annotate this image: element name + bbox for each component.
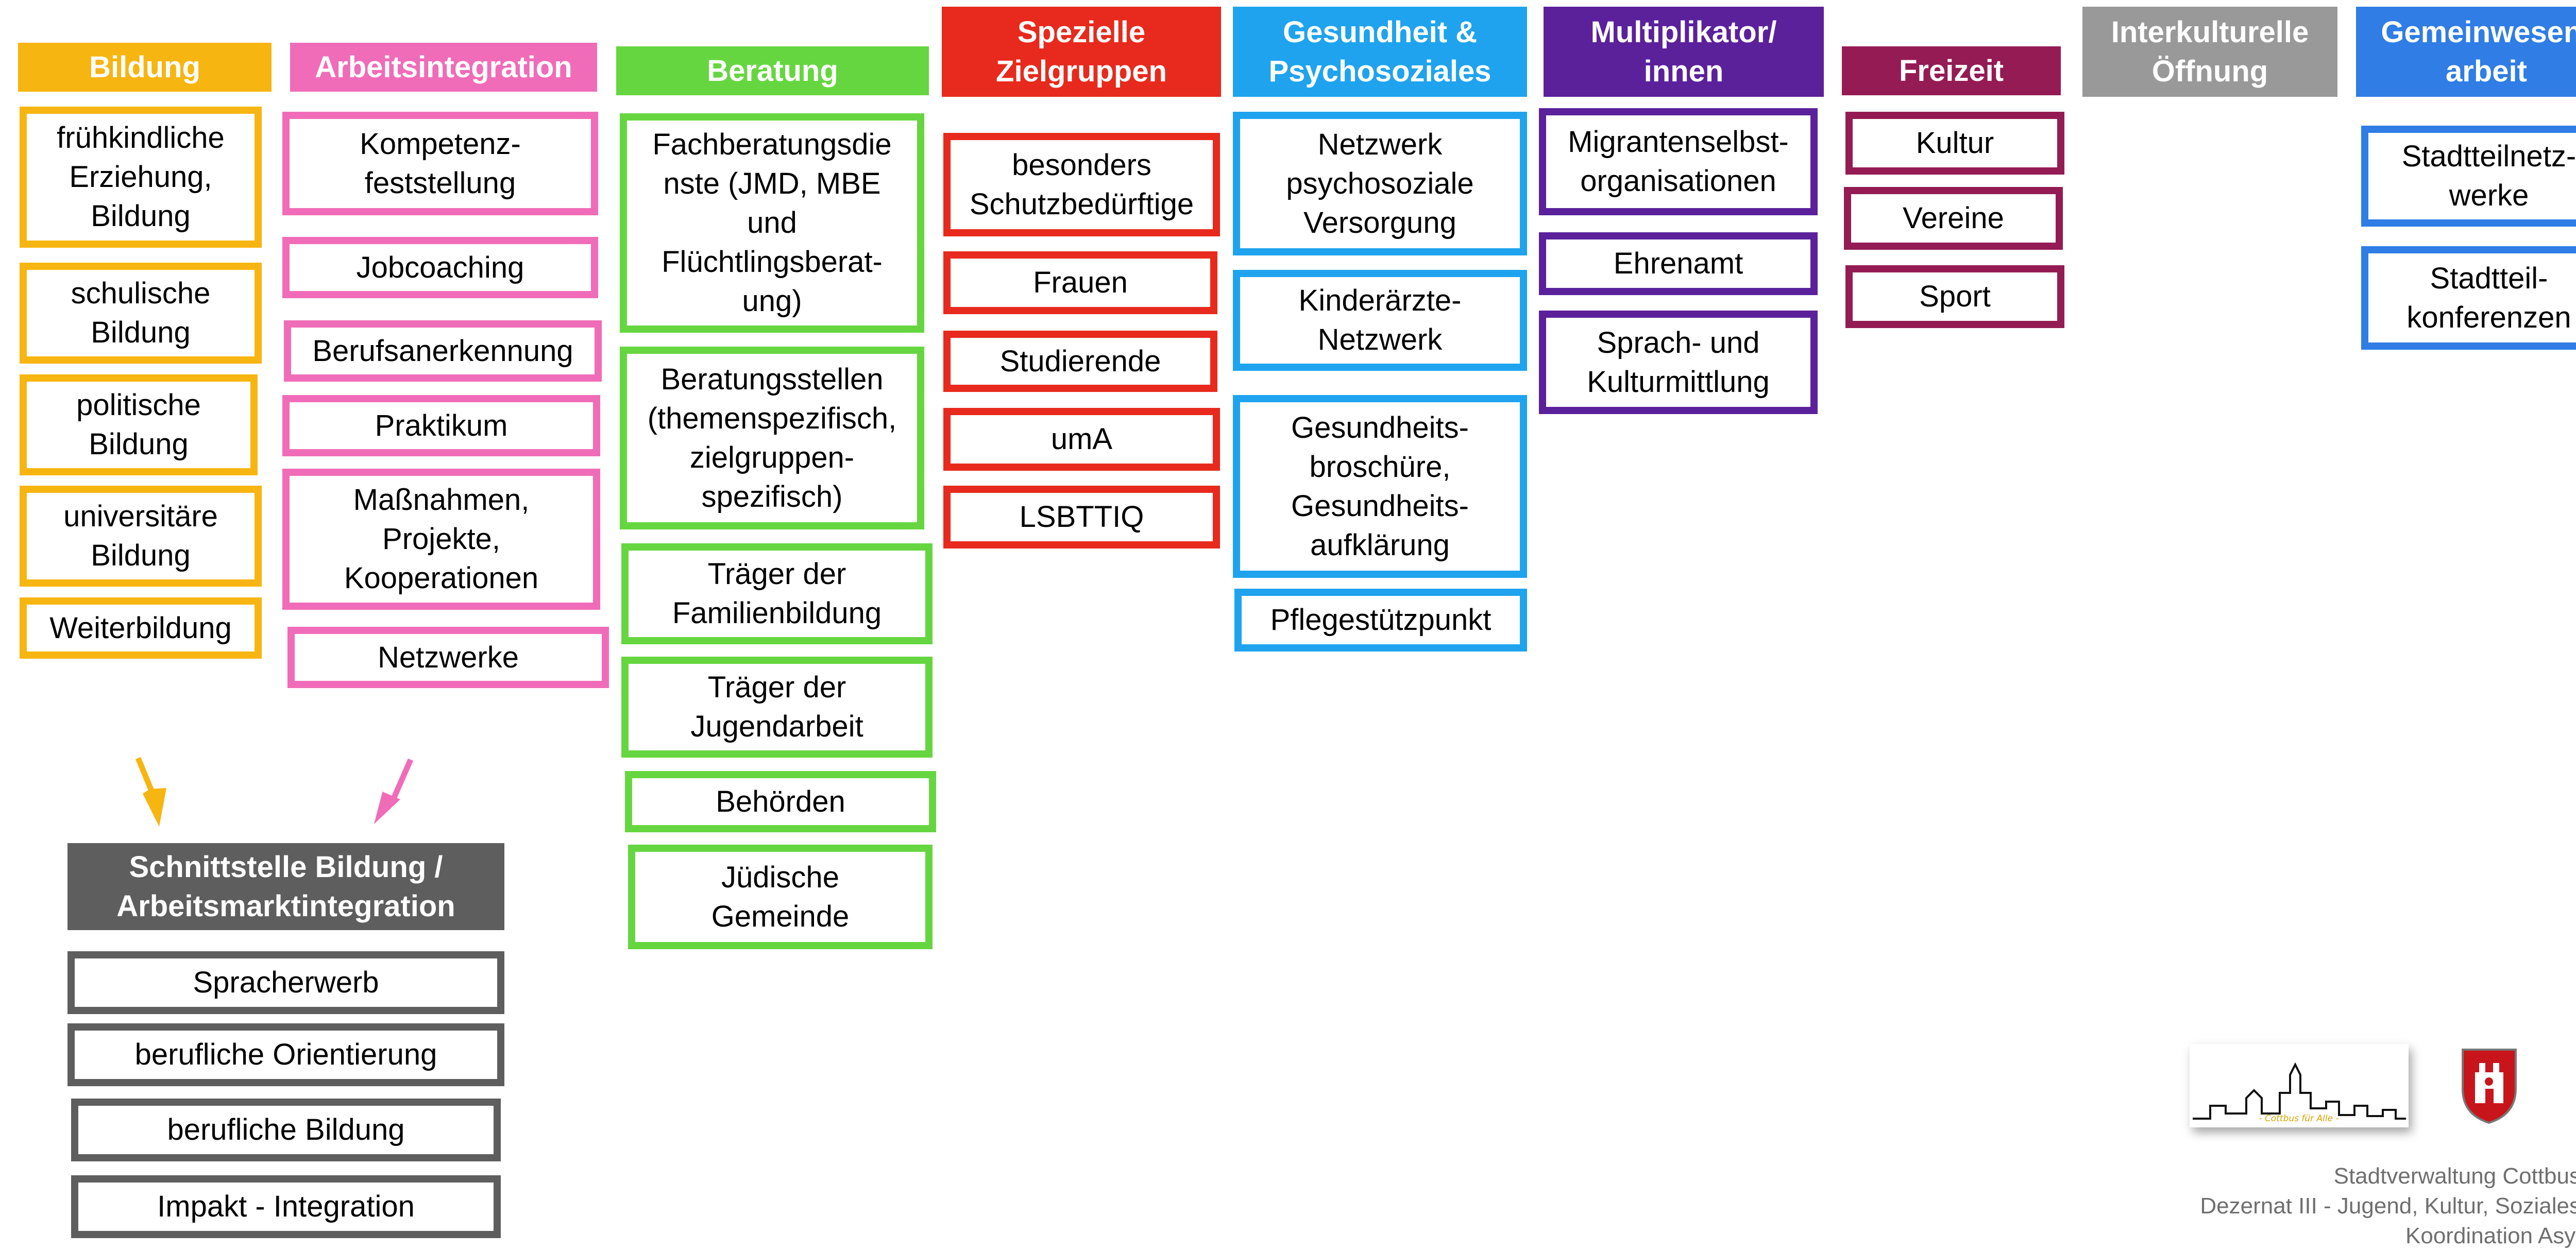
- item-stadtteilnetzwerke: Stadtteilnetz- werke: [2361, 126, 2576, 227]
- item-stadtteilkonferenzen: Stadtteil- konferenzen: [2361, 246, 2576, 350]
- item-jobcoaching: Jobcoaching: [282, 237, 598, 298]
- item-fachberatungsdienste: Fachberatungsdie nste (JMD, MBE und Flüc…: [620, 113, 924, 333]
- header-beratung: Beratung: [616, 46, 929, 95]
- item-beratungsstellen: Beratungsstellen (themenspezifisch, ziel…: [620, 347, 924, 529]
- item-netzwerke: Netzwerke: [287, 627, 609, 688]
- item-traeger-jugendarbeit: Träger der Jugendarbeit: [621, 657, 933, 758]
- header-bildung: Bildung: [18, 43, 272, 92]
- item-behoerden: Behörden: [625, 771, 936, 832]
- header-multiplikatoren: Multiplikator/ innen: [1544, 7, 1824, 97]
- header-freizeit: Freizeit: [1842, 46, 2061, 95]
- item-berufsanerkennung: Berufsanerkennung: [284, 320, 602, 382]
- item-kompetenzfeststellung: Kompetenz- feststellung: [282, 112, 598, 215]
- item-schulische-bildung: schulische Bildung: [20, 263, 262, 364]
- footer-text: Stadtverwaltung Cottbus Dezernat III - J…: [2200, 1161, 2576, 1251]
- item-sprach-kulturmittlung: Sprach- und Kulturmittlung: [1539, 311, 1818, 414]
- footer-line-3: Koordination Asyl: [2405, 1223, 2576, 1248]
- item-praktikum: Praktikum: [282, 395, 600, 456]
- footer-line-2: Dezernat III - Jugend, Kultur, Soziales: [2200, 1193, 2576, 1219]
- item-uma: umA: [943, 408, 1220, 471]
- item-spracherwerb: Spracherwerb: [67, 951, 504, 1014]
- item-fruehkindliche-bildung: frühkindliche Erziehung, Bildung: [20, 107, 262, 248]
- item-pflegestuetzpunkt: Pflegestützpunkt: [1234, 589, 1527, 652]
- item-frauen: Frauen: [943, 251, 1217, 314]
- cottbus-coat-of-arms-icon: [2460, 1048, 2519, 1124]
- header-gemeinwesenarbeit: Gemeinwesen- arbeit: [2356, 7, 2576, 97]
- item-berufliche-bildung: berufliche Bildung: [71, 1099, 501, 1161]
- item-impakt-integration: Impakt - Integration: [71, 1175, 501, 1238]
- skyline-icon: - Cottbus für Alle -: [2193, 1062, 2406, 1124]
- header-gesundheit: Gesundheit & Psychosoziales: [1233, 7, 1527, 97]
- logo-text: - Cottbus für Alle -: [2259, 1113, 2338, 1124]
- cottbus-fuer-alle-logo: - Cottbus für Alle -: [2190, 1044, 2409, 1127]
- item-netzwerk-psychosoziale-versorgung: Netzwerk psychosoziale Versorgung: [1233, 112, 1527, 255]
- item-sport: Sport: [1845, 265, 2064, 328]
- item-juedische-gemeinde: Jüdische Gemeinde: [628, 845, 933, 949]
- item-kinderaerzte-netzwerk: Kinderärzte- Netzwerk: [1233, 270, 1527, 371]
- item-traeger-familienbildung: Träger der Familienbildung: [621, 543, 933, 644]
- item-kultur: Kultur: [1845, 112, 2064, 175]
- item-besonders-schutzbeduerftige: besonders Schutzbedürftige: [943, 133, 1220, 236]
- item-politische-bildung: politische Bildung: [20, 374, 258, 475]
- footer-line-1: Stadtverwaltung Cottbus: [2333, 1163, 2576, 1189]
- header-schnittstelle: Schnittstelle Bildung / Arbeitsmarktinte…: [67, 843, 504, 930]
- item-gesundheitsbroschuere: Gesundheits- broschüre, Gesundheits- auf…: [1233, 395, 1527, 578]
- item-universitaere-bildung: universitäre Bildung: [20, 486, 262, 587]
- header-interkulturelle-oeffnung: Interkulturelle Öffnung: [2082, 7, 2337, 97]
- item-massnahmen-projekte: Maßnahmen, Projekte, Kooperationen: [282, 469, 600, 610]
- item-ehrenamt: Ehrenamt: [1539, 232, 1818, 295]
- header-arbeitsintegration: Arbeitsintegration: [290, 43, 597, 92]
- arrow-pink-icon: [374, 758, 414, 824]
- item-berufliche-orientierung: berufliche Orientierung: [67, 1023, 504, 1086]
- arrow-yellow-icon: [135, 757, 166, 827]
- item-studierende: Studierende: [943, 331, 1217, 392]
- item-weiterbildung: Weiterbildung: [20, 597, 262, 659]
- header-spezielle-zielgruppen: Spezielle Zielgruppen: [942, 7, 1221, 97]
- item-lsbttiq: LSBTTIQ: [943, 486, 1220, 549]
- item-vereine: Vereine: [1844, 187, 2063, 250]
- item-migrantenselbstorganisationen: Migrantenselbst- organisationen: [1539, 108, 1818, 215]
